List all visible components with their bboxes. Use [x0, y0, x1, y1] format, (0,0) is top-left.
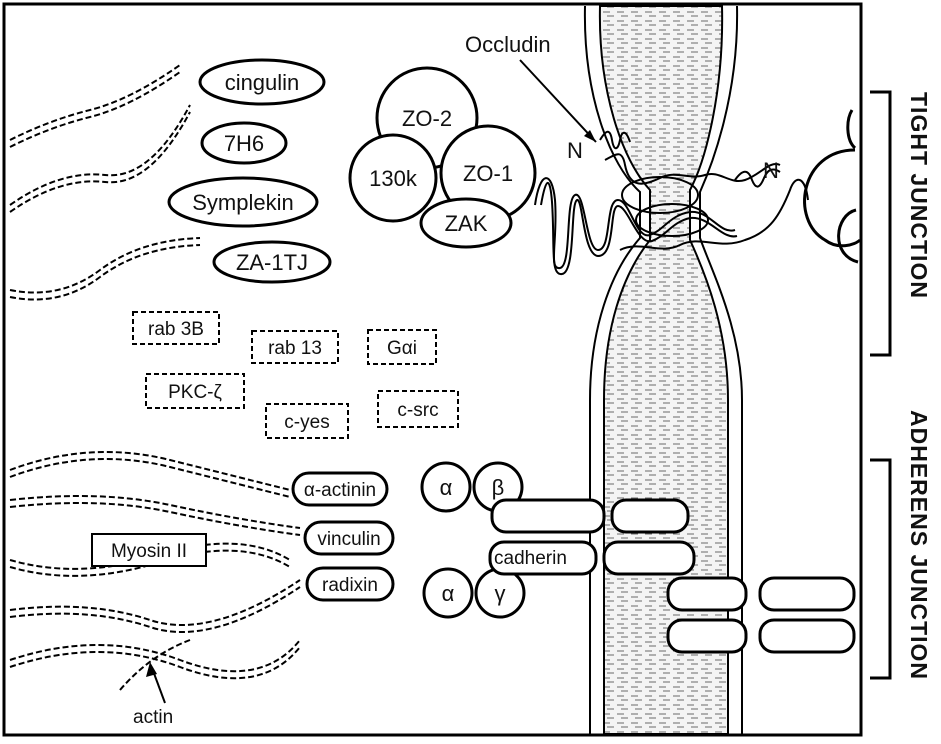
svg-text:ZAK: ZAK — [445, 211, 488, 236]
actin-filaments-bottom — [10, 452, 300, 690]
signal-rab3b: rab 3B — [133, 312, 219, 344]
right-cell-zak — [839, 210, 858, 262]
catenin-alpha-upper: α — [422, 463, 470, 511]
signal-rab13: rab 13 — [252, 331, 338, 363]
occludin-pointer — [520, 60, 596, 142]
catenin-gamma: γ — [476, 569, 524, 617]
signal-galpha: Gαi — [368, 330, 436, 364]
svg-text:radixin: radixin — [322, 575, 378, 596]
svg-text:γ: γ — [495, 581, 506, 606]
tight-junction-bracket — [870, 92, 890, 355]
signal-csrc: c-src — [378, 391, 458, 427]
svg-text:PKC-ζ: PKC-ζ — [168, 382, 222, 403]
right-cell-arc — [848, 110, 855, 148]
occludin-label: Occludin — [465, 32, 551, 57]
signal-pkc: PKC-ζ — [146, 374, 244, 408]
signal-cyes: c-yes — [266, 404, 348, 438]
svg-text:7H6: 7H6 — [224, 131, 264, 156]
actin-label: actin — [133, 707, 173, 728]
tight-junction-label: TIGHT JUNCTION — [906, 92, 932, 299]
svg-text:rab 13: rab 13 — [268, 338, 322, 359]
svg-text:α-actinin: α-actinin — [304, 480, 376, 501]
tj-protein-zak: ZAK — [421, 199, 511, 247]
svg-text:vinculin: vinculin — [317, 529, 380, 550]
right-cell-zo1 — [805, 150, 860, 246]
svg-text:Symplekin: Symplekin — [192, 190, 293, 215]
svg-text:α: α — [440, 475, 453, 500]
cadherin-right-lower — [668, 620, 854, 652]
tj-protein-symplekin: Symplekin — [169, 178, 317, 226]
svg-text:ZA-1TJ: ZA-1TJ — [236, 250, 308, 275]
catenin-alpha-lower: α — [424, 569, 472, 617]
cadherin-right-upper — [668, 578, 854, 610]
svg-text:ZO-1: ZO-1 — [463, 161, 513, 186]
svg-text:c-yes: c-yes — [284, 412, 329, 433]
svg-text:ZO-2: ZO-2 — [402, 106, 452, 131]
svg-text:cingulin: cingulin — [225, 70, 300, 95]
svg-text:β: β — [492, 475, 505, 500]
n-terminus-right: N — [763, 158, 779, 183]
cadherin-upper — [492, 500, 688, 532]
cadherin-label: cadherin — [494, 548, 567, 569]
tj-protein-130k: 130k — [350, 135, 436, 221]
aj-protein-radixin: radixin — [307, 568, 393, 600]
n-terminus-left: N — [567, 138, 583, 163]
svg-text:Gαi: Gαi — [387, 338, 417, 359]
svg-text:rab 3B: rab 3B — [148, 319, 204, 340]
svg-text:Myosin II: Myosin II — [111, 541, 187, 562]
aj-protein-vinculin: vinculin — [305, 522, 393, 554]
aj-protein-alpha-actinin: α-actinin — [293, 473, 387, 505]
tj-protein-7h6: 7H6 — [202, 123, 286, 163]
adherens-junction-label: ADHERENS JUNCTION — [906, 410, 932, 680]
tj-protein-cingulin: cingulin — [200, 60, 324, 104]
svg-text:α: α — [442, 581, 455, 606]
svg-text:130k: 130k — [369, 166, 418, 191]
actin-filaments-top — [10, 65, 200, 300]
tj-protein-za1tj: ZA-1TJ — [214, 242, 330, 282]
adherens-junction-bracket — [870, 460, 890, 678]
svg-text:c-src: c-src — [397, 400, 438, 421]
aj-protein-myosin: Myosin II — [92, 534, 206, 566]
